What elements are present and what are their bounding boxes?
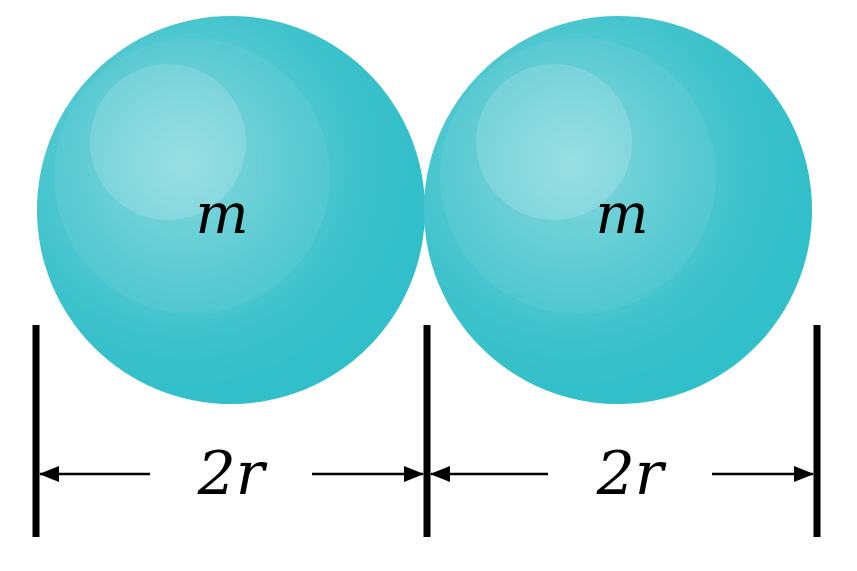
dimension-right: 2r: [430, 439, 814, 509]
dimension-left: 2r: [39, 439, 424, 509]
sphere-left: m: [37, 16, 425, 404]
dimension-label-left: 2r: [197, 439, 268, 509]
dimension-label-right: 2r: [596, 439, 667, 509]
mass-label-right: m: [595, 182, 648, 247]
mass-label-left: m: [195, 182, 248, 247]
sphere-right: m: [424, 16, 812, 404]
